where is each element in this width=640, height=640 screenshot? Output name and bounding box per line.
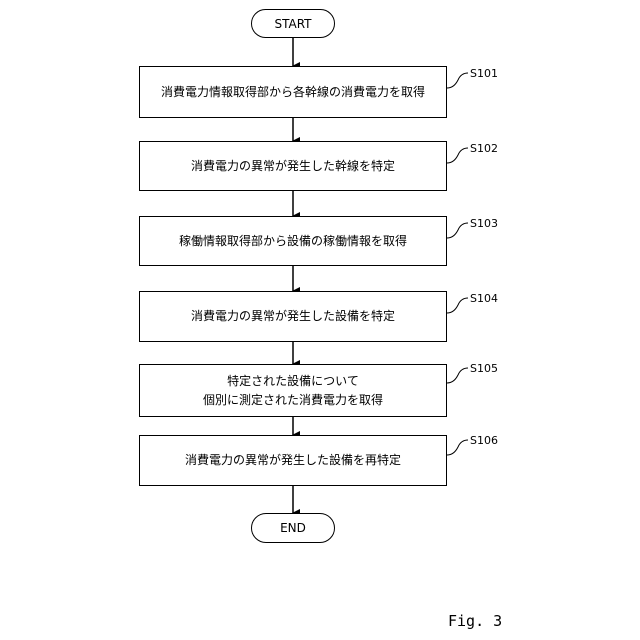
leader-s105 — [447, 368, 468, 383]
step-text: 消費電力情報取得部から各幹線の消費電力を取得 — [161, 83, 425, 102]
leader-s106 — [447, 440, 468, 455]
step-id-label: S103 — [470, 217, 498, 230]
leader-s103 — [447, 223, 468, 238]
step-id-label: S104 — [470, 292, 498, 305]
step-box-s104: 消費電力の異常が発生した設備を特定 — [139, 291, 447, 342]
end-terminal: END — [251, 513, 335, 543]
step-id-label: S102 — [470, 142, 498, 155]
leader-s102 — [447, 148, 468, 163]
step-text: 稼働情報取得部から設備の稼働情報を取得 — [179, 232, 407, 251]
step-text: 消費電力の異常が発生した設備を特定 — [191, 307, 395, 326]
step-box-s105: 特定された設備について 個別に測定された消費電力を取得 — [139, 364, 447, 417]
step-id-label: S101 — [470, 67, 498, 80]
start-label: START — [274, 17, 311, 31]
step-text: 消費電力の異常が発生した幹線を特定 — [191, 157, 395, 176]
start-terminal: START — [251, 9, 335, 38]
step-text: 個別に測定された消費電力を取得 — [203, 391, 383, 410]
leader-s104 — [447, 298, 468, 313]
step-box-s102: 消費電力の異常が発生した幹線を特定 — [139, 141, 447, 191]
step-text: 消費電力の異常が発生した設備を再特定 — [185, 451, 401, 470]
leader-s101 — [447, 73, 468, 88]
step-text: 特定された設備について — [227, 372, 359, 391]
step-box-s103: 稼働情報取得部から設備の稼働情報を取得 — [139, 216, 447, 266]
end-label: END — [280, 521, 306, 535]
step-id-label: S106 — [470, 434, 498, 447]
step-box-s101: 消費電力情報取得部から各幹線の消費電力を取得 — [139, 66, 447, 118]
step-box-s106: 消費電力の異常が発生した設備を再特定 — [139, 435, 447, 486]
figure-caption: Fig. 3 — [448, 612, 502, 630]
step-id-label: S105 — [470, 362, 498, 375]
